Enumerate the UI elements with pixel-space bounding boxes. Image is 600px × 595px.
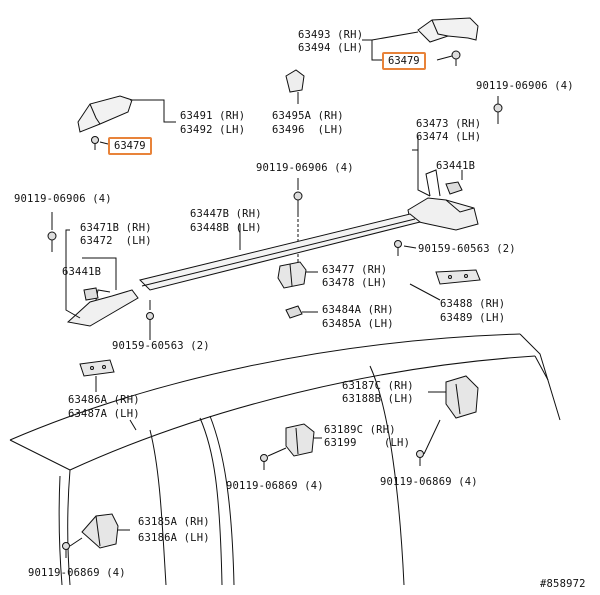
clip-icon — [83, 287, 99, 301]
support-bracket-lh — [66, 289, 139, 327]
screw-icon — [394, 240, 402, 256]
screw-icon — [91, 136, 99, 150]
bracket-icon — [81, 513, 119, 549]
bolt-icon — [47, 231, 57, 252]
label-63189C: 63189C (RH) — [324, 424, 396, 436]
label-63491: 63491 (RH) — [180, 110, 246, 122]
leader-63493-cover — [371, 31, 419, 41]
vehicle-roof-outline — [9, 333, 561, 586]
label-63471B: 63471B (RH) — [80, 222, 152, 234]
label-63487A: 63487A (LH) — [68, 408, 140, 420]
pad-icon — [79, 359, 115, 377]
label-63486A: 63486A (RH) — [68, 394, 140, 406]
image-id: #858972 — [540, 578, 586, 590]
label-63489: 63489 (LH) — [440, 312, 506, 324]
label-63492: 63492 (LH) — [180, 124, 246, 136]
label-63495A: 63495A (RH) — [272, 110, 344, 122]
label-63187C: 63187C (RH) — [342, 380, 414, 392]
label-63478: 63478 (LH) — [322, 277, 388, 289]
label-63493: 63493 (RH) — [298, 29, 364, 41]
label-90159-60563-left: 90159-60563 (2) — [112, 340, 210, 352]
label-63474: 63474 (LH) — [416, 131, 482, 143]
screw-icon — [62, 542, 70, 558]
label-90119-06906-tr: 90119-06906 (4) — [476, 80, 574, 92]
label-90119-06869-right: 90119-06869 (4) — [380, 476, 478, 488]
label-63186A: 63186A (LH) — [138, 532, 210, 544]
leader-63473 — [412, 149, 431, 197]
label-63484A: 63484A (RH) — [322, 304, 394, 316]
leader-63491 — [130, 99, 176, 123]
label-90119-06869-mid: 90119-06869 (4) — [226, 480, 324, 492]
block-icon — [445, 375, 479, 419]
label-63494: 63494 (LH) — [298, 42, 364, 54]
label-90119-06869-bottom-left: 90119-06869 (4) — [28, 567, 126, 579]
clip-icon — [285, 305, 303, 319]
screw-icon — [416, 450, 424, 466]
bolt-icon — [293, 191, 303, 214]
leader-63471B — [65, 229, 81, 319]
screw-icon — [451, 50, 461, 66]
part-63479-left[interactable]: 63479 — [108, 137, 152, 155]
label-63447B: 63447B (RH) — [190, 208, 262, 220]
label-90119-06906-left: 90119-06906 (4) — [14, 193, 112, 205]
bolt-icon — [493, 103, 503, 124]
label-63199: 63199 — [324, 437, 357, 449]
label-63185A: 63185A (RH) — [138, 516, 210, 528]
label-63473: 63473 (RH) — [416, 118, 482, 130]
label-90159-60563-right: 90159-60563 (2) — [418, 243, 516, 255]
rail-end-cover-lh — [77, 95, 133, 133]
roof-rail — [139, 213, 422, 291]
part-63479-top[interactable]: 63479 — [382, 52, 426, 70]
pad-icon — [435, 269, 481, 285]
screw-icon — [146, 312, 154, 328]
block-icon — [285, 423, 315, 457]
label-90119-06906-mid: 90119-06906 (4) — [256, 162, 354, 174]
label-63188B: 63188B (LH) — [342, 393, 414, 405]
label-63448B: 63448B (LH) — [190, 222, 262, 234]
screw-icon — [260, 454, 268, 470]
label-63477: 63477 (RH) — [322, 264, 388, 276]
label-63472: 63472 (LH) — [80, 235, 152, 247]
rail-end-cover-rh — [417, 17, 479, 43]
clamp-icon — [277, 261, 307, 289]
label-63441B-right: 63441B — [436, 160, 476, 172]
leader-63493 — [362, 39, 382, 61]
cap-icon — [285, 69, 305, 93]
clip-icon — [445, 181, 463, 195]
label-63496: 63496 (LH) — [272, 124, 344, 136]
label-63199-lh: (LH) — [384, 437, 411, 449]
label-63488: 63488 (RH) — [440, 298, 506, 310]
label-63441B-left: 63441B — [62, 266, 102, 278]
label-63485A: 63485A (LH) — [322, 318, 394, 330]
